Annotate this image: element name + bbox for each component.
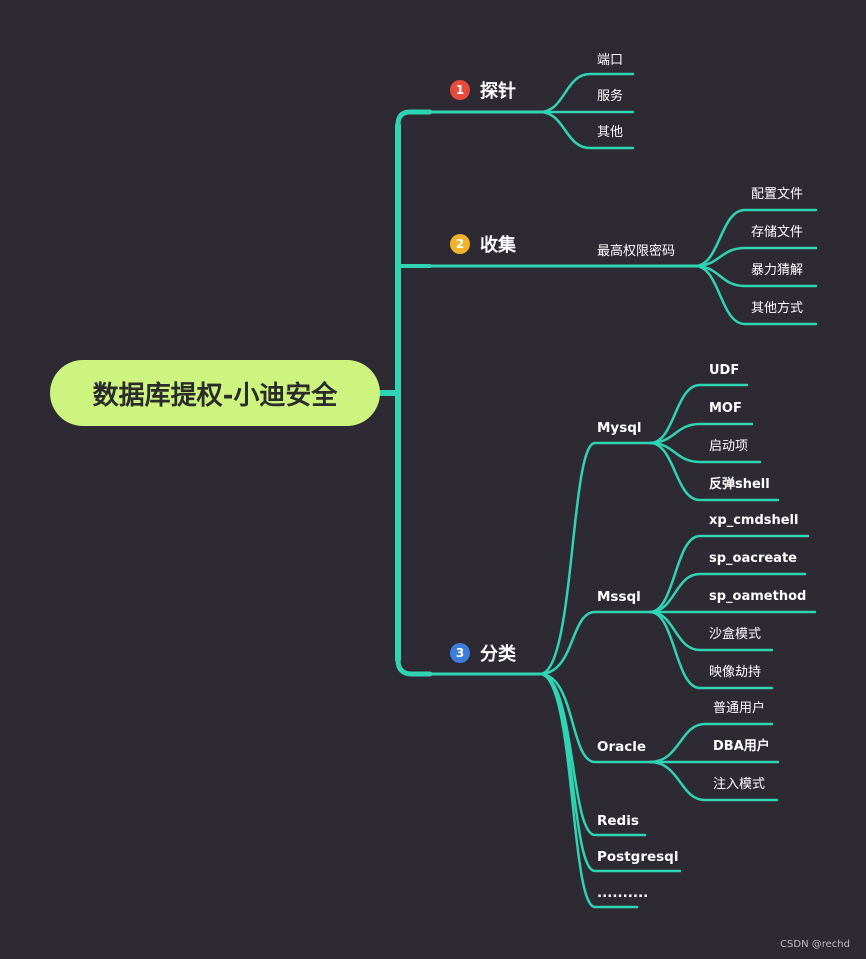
node-redis[interactable]: Redis [597,813,639,829]
leaf-image-hijack[interactable]: 映像劫持 [709,665,762,680]
leaf-other-methods[interactable]: 其他方式 [751,301,804,316]
leaf-other[interactable]: 其他 [597,125,624,140]
node-oracle[interactable]: Oracle [597,739,647,755]
watermark-credit: CSDN @rechd [780,939,850,950]
leaf-mof[interactable]: MOF [709,401,742,416]
node-mysql[interactable]: Mysql [597,420,642,436]
leaf-port[interactable]: 端口 [597,53,624,68]
number-2-icon: 2 [450,234,470,254]
leaf-storage-file[interactable]: 存储文件 [751,225,804,240]
leaf-reverse-shell[interactable]: 反弹shell [709,477,770,492]
branch-label: 收集 [480,235,516,256]
leaf-udf[interactable]: UDF [709,363,740,378]
branch-label: 探针 [480,81,516,102]
node-ellipsis[interactable]: .......... [597,885,649,901]
leaf-normal-user[interactable]: 普通用户 [713,701,766,716]
root-node[interactable]: 数据库提权-小迪安全 [50,360,380,426]
leaf-service[interactable]: 服务 [597,89,624,104]
leaf-startup-item[interactable]: 启动项 [709,439,749,454]
leaf-sandbox-mode[interactable]: 沙盒模式 [709,627,762,642]
leaf-sp-oacreate[interactable]: sp_oacreate [709,551,797,566]
number-3-icon: 3 [450,643,470,663]
branch-probe[interactable]: 1 探针 [450,77,516,103]
branch-label: 分类 [480,644,516,665]
leaf-config-file[interactable]: 配置文件 [751,187,804,202]
leaf-injection-mode[interactable]: 注入模式 [713,777,766,792]
leaf-sp-oamethod[interactable]: sp_oamethod [709,589,807,604]
leaf-xp-cmdshell[interactable]: xp_cmdshell [709,513,799,528]
number-1-icon: 1 [450,80,470,100]
leaf-brute-force[interactable]: 暴力猜解 [751,263,804,278]
node-highest-privilege-password[interactable]: 最高权限密码 [597,244,676,259]
leaf-dba-user[interactable]: DBA用户 [713,739,770,754]
node-postgresql[interactable]: Postgresql [597,849,679,865]
branch-collect[interactable]: 2 收集 [450,231,516,257]
branch-classify[interactable]: 3 分类 [450,640,516,666]
node-mssql[interactable]: Mssql [597,589,641,605]
